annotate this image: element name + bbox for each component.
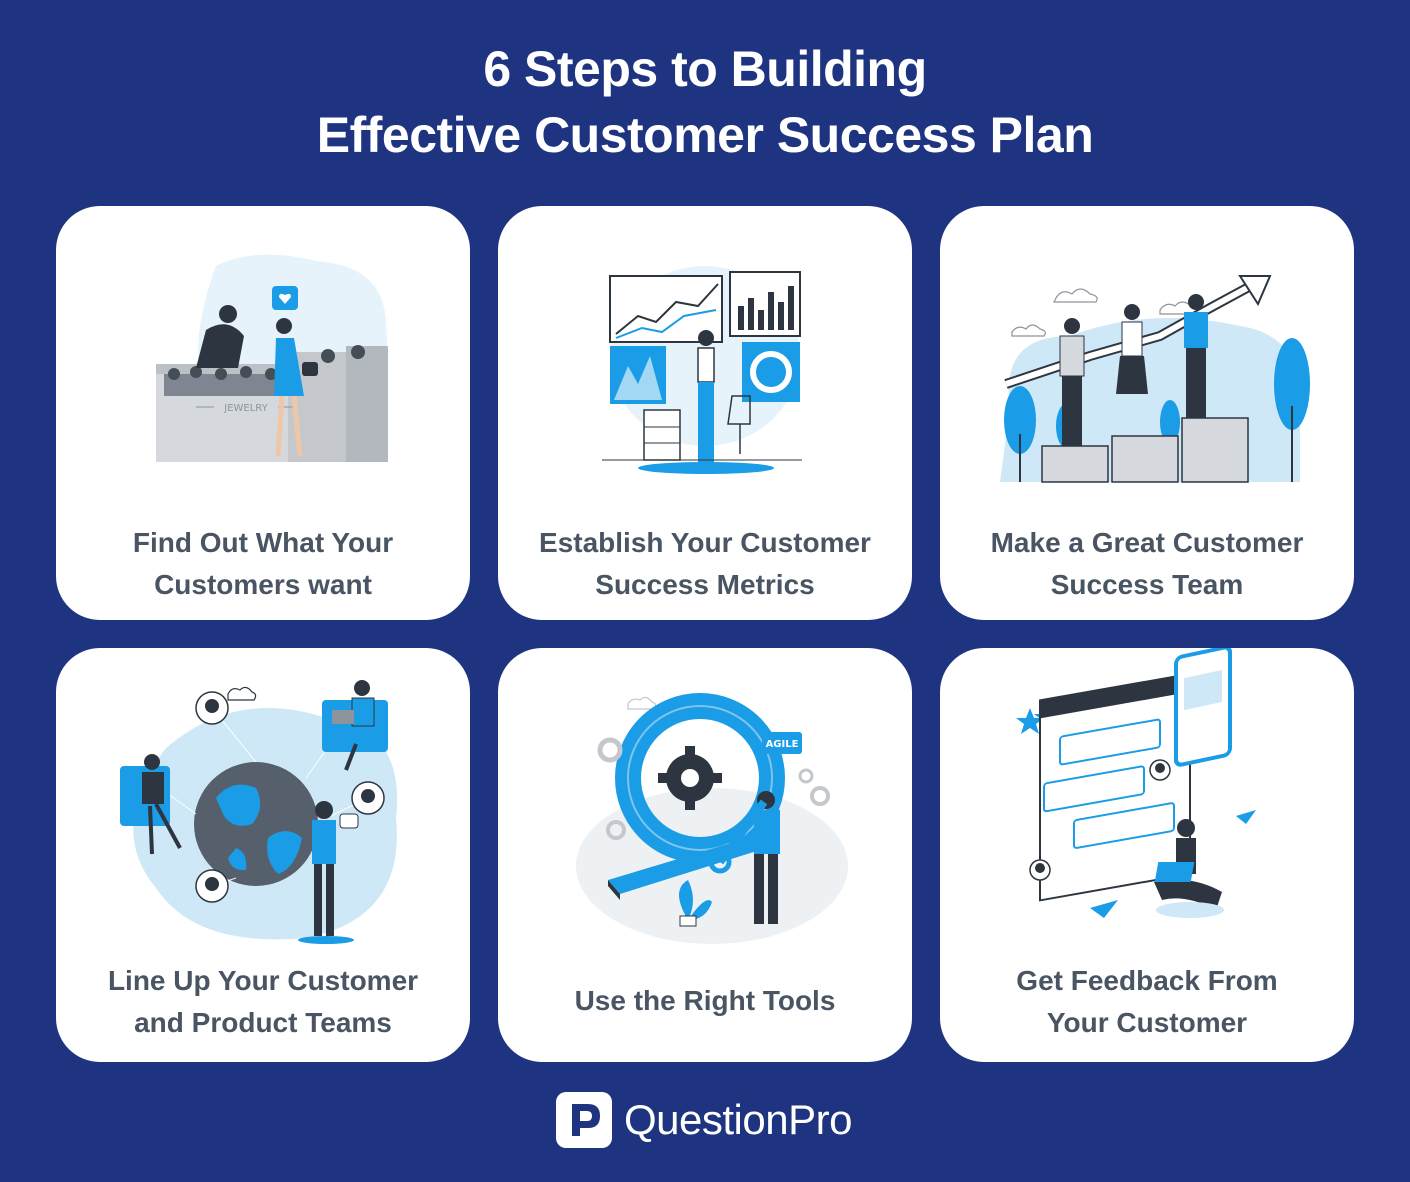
step-label: Find Out What Your Customers want xyxy=(132,527,394,600)
step-card-find-out-customers-want: JEWELRY Find Out What Your Customers wan… xyxy=(56,206,470,620)
step-label: Get Feedback From Your Customer xyxy=(1016,965,1278,1038)
step-card-right-tools: AGILE Use the Right Tools xyxy=(498,648,912,1062)
step-label: Line Up Your Customer and Product Teams xyxy=(107,965,419,1038)
step-card-get-feedback: Get Feedback From Your Customer xyxy=(940,648,1354,1062)
agile-badge-text: AGILE xyxy=(766,739,799,750)
jewelry-store-illustration: JEWELRY xyxy=(156,254,388,462)
customer-feedback-illustration xyxy=(1016,648,1256,918)
questionpro-mark-icon xyxy=(556,1092,612,1148)
agile-tools-illustration: AGILE xyxy=(576,693,848,944)
brand-name: QuestionPro xyxy=(624,1096,852,1143)
team-podium-illustration xyxy=(1000,275,1310,483)
title-line-2: Effective Customer Success Plan xyxy=(316,107,1094,163)
step-label: Use the Right Tools xyxy=(574,985,836,1016)
step-label: Establish Your Customer Success Metrics xyxy=(539,527,871,600)
jewelry-sign: JEWELRY xyxy=(223,403,268,414)
step-card-great-team: Make a Great Customer Success Team xyxy=(940,206,1354,620)
metrics-dashboard-illustration xyxy=(602,266,802,474)
step-card-establish-metrics: Establish Your Customer Success Metrics xyxy=(498,206,912,620)
global-teams-illustration xyxy=(120,680,398,944)
page-title: 6 Steps to Building Effective Customer S… xyxy=(0,36,1410,168)
step-card-line-up-teams: Line Up Your Customer and Product Teams xyxy=(56,648,470,1062)
title-line-1: 6 Steps to Building xyxy=(483,41,927,97)
step-label: Make a Great Customer Success Team xyxy=(990,527,1304,600)
questionpro-logo: QuestionPro xyxy=(556,1090,852,1150)
